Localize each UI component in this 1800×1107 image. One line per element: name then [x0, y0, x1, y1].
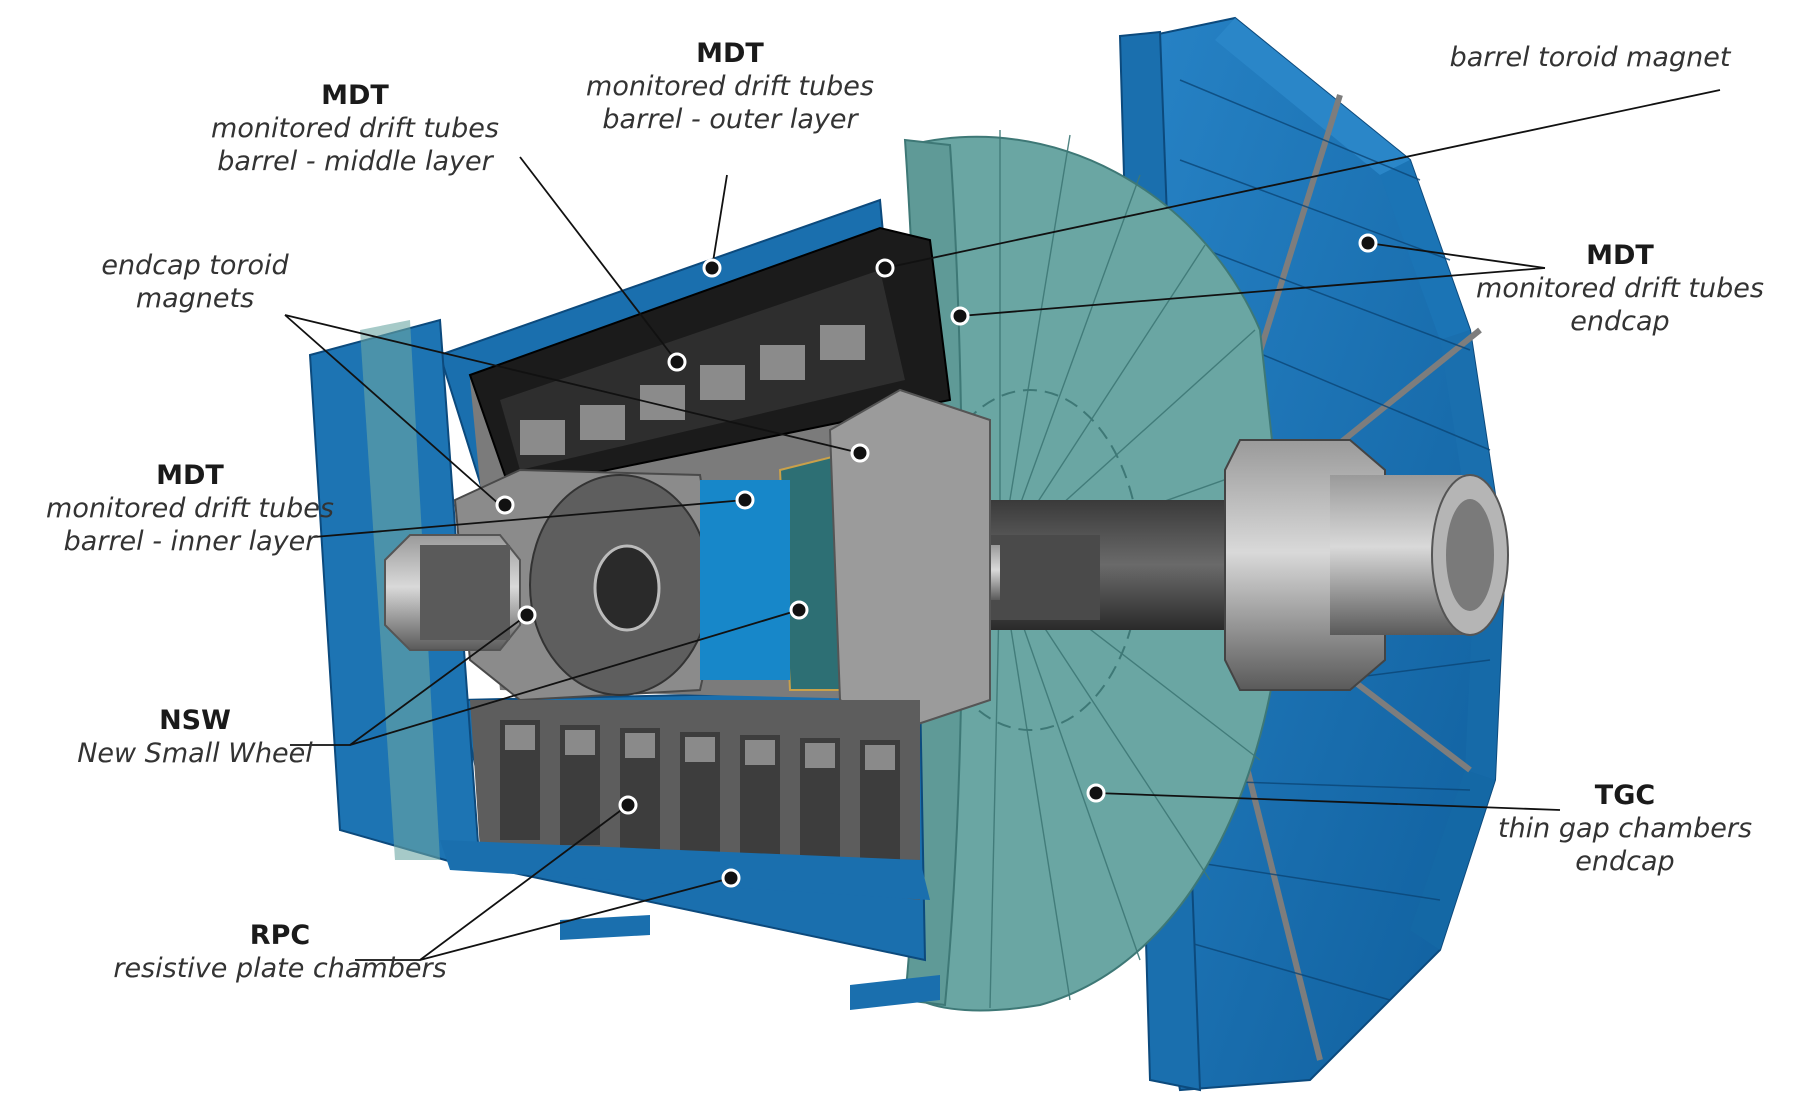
label-rpc-line1: resistive plate chambers — [113, 952, 447, 984]
marker-mdt-endcap-inner — [950, 306, 970, 326]
label-mdt-middle-line2: barrel - middle layer — [217, 145, 493, 177]
label-mdt-outer-title: MDT — [696, 38, 764, 69]
label-rpc-title: RPC — [249, 920, 311, 951]
label-tgc: TGC thin gap chambers endcap — [1480, 780, 1770, 879]
barrel-toroid-coil — [468, 226, 952, 492]
barrel-body — [308, 198, 991, 1010]
label-mdt-outer: MDT monitored drift tubes barrel - outer… — [580, 38, 880, 137]
label-mdt-inner-line1: monitored drift tubes — [46, 492, 334, 524]
label-mdt-endcap: MDT monitored drift tubes endcap — [1465, 240, 1775, 339]
label-mdt-endcap-line2: endcap — [1570, 305, 1670, 337]
label-endcap-toroid: endcap toroid magnets — [80, 250, 310, 316]
label-nsw: NSW New Small Wheel — [60, 705, 330, 771]
label-mdt-inner-line2: barrel - inner layer — [63, 525, 317, 557]
leader-lines — [284, 89, 1721, 961]
marker-nsw-left — [517, 605, 537, 625]
marker-rpc-upper — [618, 795, 638, 815]
marker-endcap-toroid-left — [495, 495, 515, 515]
label-mdt-endcap-title: MDT — [1586, 240, 1654, 271]
label-mdt-inner-title: MDT — [156, 460, 224, 491]
label-nsw-title: NSW — [159, 705, 231, 736]
label-endcap-toroid-line1: endcap toroid — [101, 250, 289, 281]
label-barrel-toroid: barrel toroid magnet — [1420, 42, 1760, 75]
label-mdt-outer-line2: barrel - outer layer — [602, 103, 858, 135]
marker-nsw-right — [789, 600, 809, 620]
marker-tgc — [1086, 783, 1106, 803]
markers — [495, 233, 1378, 888]
label-mdt-outer-line1: monitored drift tubes — [586, 70, 874, 102]
lower-chambers — [440, 700, 940, 1010]
marker-mdt-middle — [667, 352, 687, 372]
marker-endcap-toroid-right — [850, 443, 870, 463]
marker-mdt-endcap-outer — [1358, 233, 1378, 253]
marker-barrel-toroid — [875, 258, 895, 278]
label-mdt-endcap-line1: monitored drift tubes — [1476, 272, 1764, 304]
marker-mdt-outer — [702, 258, 722, 278]
label-mdt-inner: MDT monitored drift tubes barrel - inner… — [40, 460, 340, 559]
label-mdt-middle: MDT monitored drift tubes barrel - middl… — [205, 80, 505, 179]
label-barrel-toroid-line1: barrel toroid magnet — [1449, 42, 1731, 73]
label-tgc-line1: thin gap chambers — [1497, 812, 1753, 844]
marker-rpc-lower — [721, 868, 741, 888]
label-endcap-toroid-line2: magnets — [135, 282, 255, 314]
beam-pipe-left — [384, 534, 521, 651]
marker-mdt-inner — [735, 490, 755, 510]
label-mdt-middle-line1: monitored drift tubes — [211, 112, 499, 144]
label-tgc-title: TGC — [1594, 780, 1656, 811]
label-mdt-middle-title: MDT — [321, 80, 389, 111]
label-tgc-line2: endcap — [1575, 845, 1675, 877]
label-rpc: RPC resistive plate chambers — [110, 920, 450, 986]
label-nsw-line1: New Small Wheel — [77, 737, 313, 769]
